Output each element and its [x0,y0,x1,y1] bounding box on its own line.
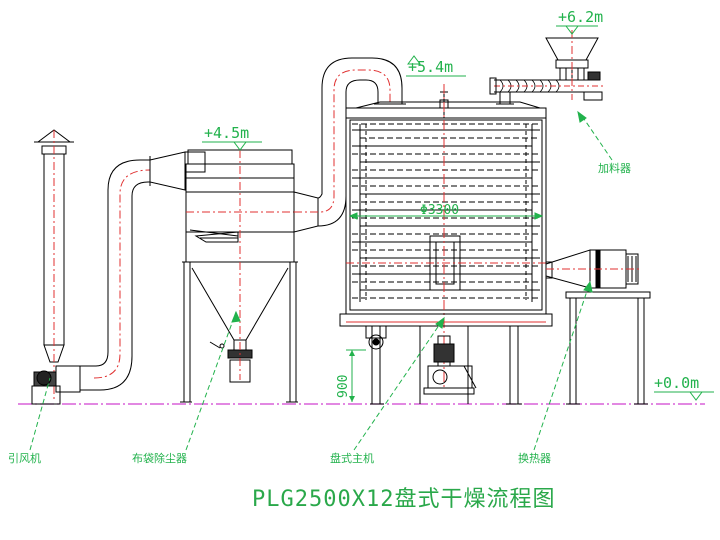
label-dryer-main: 盘式主机 [330,451,374,465]
bag-filter [180,149,298,403]
elevation-marker-filter: +4.5m [202,124,262,151]
elevation-dryer-top: +5.4m [408,58,453,76]
dimension-base-height: 900 [336,349,366,402]
elevation-filter-top: +4.5m [204,124,249,142]
elevation-feeder-top: +6.2m [558,8,603,26]
leader-lines [29,110,613,451]
duct-fan-to-filter [80,151,206,391]
diagram-title: PLG2500X12盘式干燥流程图 [252,487,555,512]
elevation-marker-ground: +0.0m [654,374,714,401]
label-fan: 引风机 [8,451,41,465]
plate-dryer [339,84,553,405]
screw-feeder [489,30,606,105]
heat-exchanger [545,249,651,405]
label-bag-filter: 布袋除尘器 [132,451,187,465]
exhaust-stack [34,129,74,400]
dryer-trays [352,123,540,302]
elevation-marker-feeder: +6.2m [556,8,603,35]
elevation-marker-dryer: +5.4m [406,55,466,77]
label-heat-exchanger: 换热器 [518,451,551,465]
induced-draft-fan [31,365,81,405]
dryer-diameter-label: Φ3300 [420,203,459,218]
base-height-value: 900 [336,375,351,398]
elevation-ground: +0.0m [654,374,699,392]
duct-dryer-to-filter [293,57,406,233]
label-feeder: 加料器 [598,161,631,175]
